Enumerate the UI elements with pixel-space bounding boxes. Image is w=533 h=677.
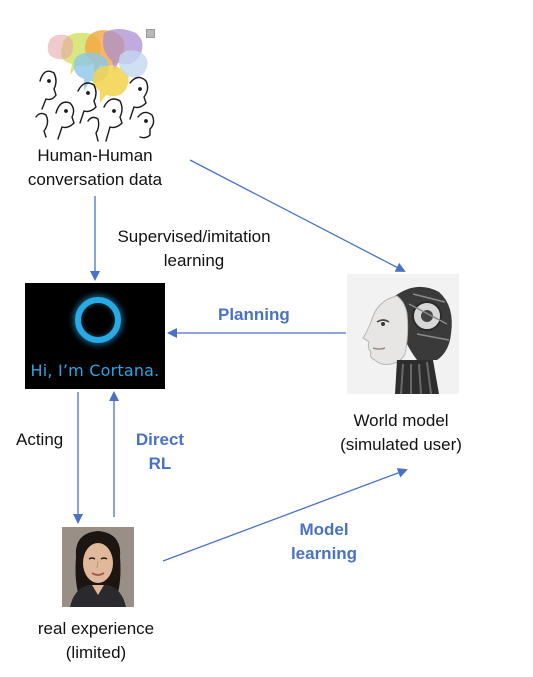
real-experience-label-line-1: real experience bbox=[37, 619, 155, 638]
world-model-label: World model (simulated user) bbox=[340, 409, 462, 457]
cortana-greeting: Hi, I’m Cortana. bbox=[30, 361, 160, 380]
supervised-learning-label: Supervised/imitation learning bbox=[117, 225, 270, 273]
real-experience-label-line-2: (limited) bbox=[65, 643, 127, 662]
real-experience-label: real experience (limited) bbox=[38, 617, 154, 665]
human-data-label-line-1: Human-Human bbox=[37, 146, 153, 165]
model-learning-label-line-1: Model bbox=[299, 520, 349, 539]
robot-world-model-image bbox=[347, 274, 459, 395]
model-learning-label: Model learning bbox=[291, 518, 357, 566]
supervised-label-line-1: Supervised/imitation bbox=[117, 227, 271, 246]
supervised-label-line-2: learning bbox=[163, 251, 225, 270]
crowd-conversation-illustration bbox=[34, 25, 158, 145]
decorative-square-icon bbox=[146, 29, 155, 38]
direct-rl-label: Direct RL bbox=[136, 428, 184, 476]
human-data-label: Human-Human conversation data bbox=[28, 144, 162, 192]
arrow-model-learning bbox=[162, 468, 408, 562]
model-learning-label-line-2: learning bbox=[290, 544, 358, 563]
direct-rl-label-line-2: RL bbox=[148, 454, 172, 473]
arrow-human-data-to-world-model bbox=[189, 159, 406, 272]
planning-label: Planning bbox=[218, 305, 290, 324]
world-model-label-line-1: World model bbox=[353, 411, 449, 430]
real-user-photo bbox=[62, 527, 134, 607]
direct-rl-label-line-1: Direct bbox=[135, 430, 185, 449]
human-data-label-line-2: conversation data bbox=[27, 170, 163, 189]
cortana-agent-panel: Hi, I’m Cortana. bbox=[25, 283, 165, 389]
acting-label: Acting bbox=[16, 430, 64, 449]
world-model-label-line-2: (simulated user) bbox=[340, 435, 462, 454]
cortana-ring-icon bbox=[75, 297, 121, 343]
